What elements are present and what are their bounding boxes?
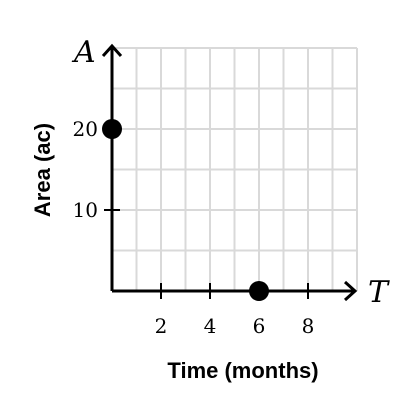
data-points [102,119,269,301]
x-axis-title: Time (months) [167,358,318,383]
y-axis-title: Area (ac) [30,123,55,217]
data-point [102,119,122,139]
x-tick-label: 2 [155,314,168,338]
x-tick-label: 8 [302,314,315,338]
x-tick-label: 4 [204,314,217,338]
ticks: 2 4 6 8 10 20 [73,117,315,338]
y-tick-label: 20 [73,117,98,141]
data-point [249,281,269,301]
x-axis-arrow [343,280,358,302]
x-tick-label: 6 [253,314,266,338]
x-variable-label: T [368,275,390,310]
grid [112,47,358,291]
y-tick-label: 10 [73,198,98,222]
y-variable-label: A [71,35,96,70]
y-axis-arrow [101,43,123,58]
axes [101,43,358,302]
